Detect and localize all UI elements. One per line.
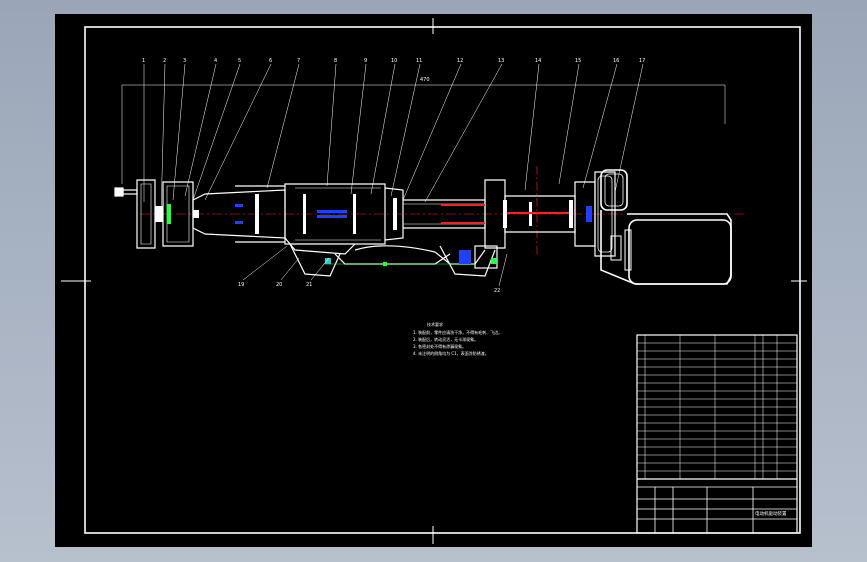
overall-dimension	[121, 84, 726, 184]
callout-8: 8	[334, 58, 337, 64]
callout-13: 13	[498, 58, 504, 64]
title-block: 电动机驱动装置	[636, 334, 798, 534]
callout-16: 16	[613, 58, 619, 64]
title-block-grid	[637, 478, 797, 533]
assembly-drawing: 470	[61, 18, 807, 544]
drawing-viewport[interactable]: 470	[55, 14, 812, 547]
callout-1: 1	[142, 58, 145, 64]
shaft-assembly	[114, 171, 616, 277]
callout-19: 19	[238, 282, 244, 288]
callout-3: 3	[183, 58, 186, 64]
colored-details	[167, 204, 592, 266]
title-block-frame	[636, 334, 798, 534]
callout-12: 12	[457, 58, 463, 64]
technical-notes: 技术要求 1. 装配前，零件应清洗干净，不得有毛刺、飞边。 2. 装配后，转动灵…	[413, 321, 502, 356]
notes-line-2: 2. 装配后，转动灵活，无卡滞现象。	[413, 336, 478, 342]
callout-6: 6	[269, 58, 272, 64]
callout-15: 15	[575, 58, 581, 64]
parts-list-grid	[637, 335, 797, 479]
callout-22: 22	[494, 288, 500, 294]
motor	[600, 169, 732, 285]
callout-20: 20	[276, 282, 282, 288]
callout-11: 11	[416, 58, 422, 64]
callout-7: 7	[297, 58, 300, 64]
notes-line-4: 4. 未注明的倒角均为 C1，表面涂防锈漆。	[413, 350, 489, 356]
notes-line-1: 1. 装配前，零件应清洗干净，不得有毛刺、飞边。	[413, 329, 502, 335]
callout-14: 14	[535, 58, 541, 64]
callout-21: 21	[306, 282, 312, 288]
outer-border	[84, 26, 801, 534]
callout-labels: 1 2 3 4 5 6 7 8 9 10 11 12 13 14 15 16 1…	[142, 58, 645, 294]
callout-5: 5	[238, 58, 241, 64]
callout-10: 10	[391, 58, 397, 64]
notes-title: 技术要求	[427, 321, 443, 327]
notes-line-3: 3. 各密封处不得有渗漏现象。	[413, 343, 466, 349]
callout-17: 17	[639, 58, 645, 64]
callout-leaders	[143, 63, 644, 287]
dimension-label: 470	[420, 77, 430, 83]
callout-9: 9	[364, 58, 367, 64]
callout-4: 4	[214, 58, 217, 64]
callout-2: 2	[163, 58, 166, 64]
sheet-frame	[61, 18, 807, 544]
title-block-name: 电动机驱动装置	[755, 510, 787, 517]
